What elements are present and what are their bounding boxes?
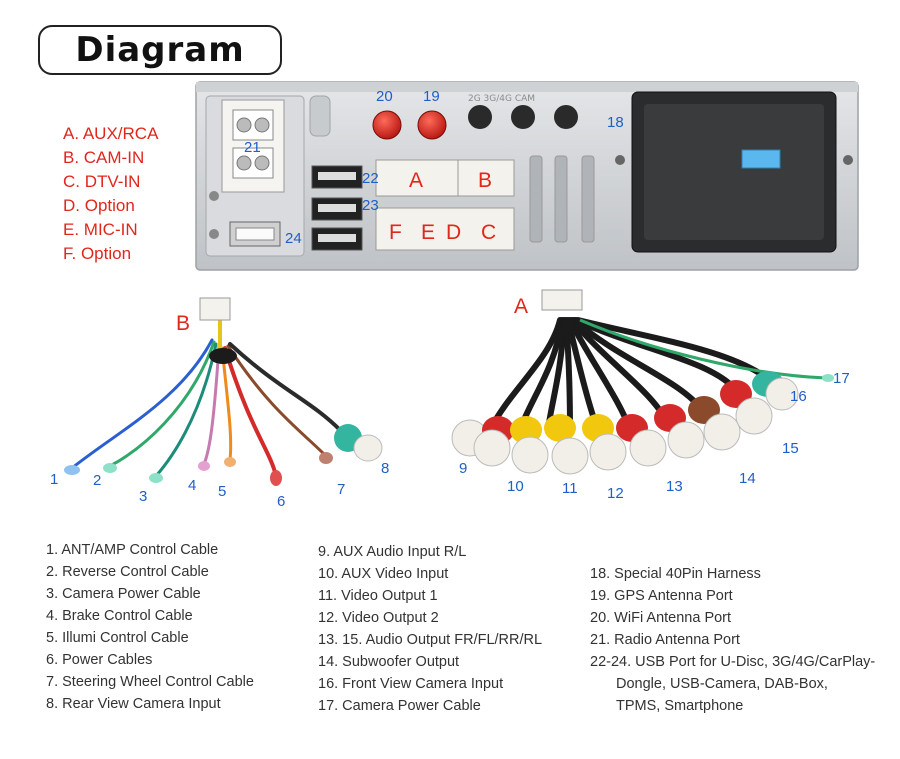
desc-item: 5. Illumi Control Cable xyxy=(46,630,189,646)
label-19: 19 xyxy=(423,88,440,105)
harness-a-num-15: 15 xyxy=(782,440,799,457)
harness-a-num-12: 12 xyxy=(607,485,624,502)
description-list-audio-video: 9. AUX Audio Input R/L 10. AUX Video Inp… xyxy=(318,541,542,717)
legend-item-c: C. DTV-IN xyxy=(63,172,141,191)
legend-item-f: F. Option xyxy=(63,244,132,263)
desc-item: 13. 15. Audio Output FR/FL/RR/RL xyxy=(318,632,543,648)
description-list-cables: 1. ANT/AMP Control Cable 2. Reverse Cont… xyxy=(46,539,254,715)
desc-item: 16. Front View Camera Input xyxy=(318,676,504,692)
harness-a-letter: A xyxy=(514,295,528,318)
desc-item: 17. Camera Power Cable xyxy=(318,698,481,714)
description-list-ports: 18. Special 40Pin Harness 19. GPS Antenn… xyxy=(590,563,875,717)
port-a: A xyxy=(409,169,423,192)
harness-b-num-4: 4 xyxy=(188,477,196,494)
port-d: D xyxy=(446,221,461,244)
desc-item: 4. Brake Control Cable xyxy=(46,608,193,624)
harness-b-num-7: 7 xyxy=(337,481,345,498)
svg-text:2G 3G/4G CAM: 2G 3G/4G CAM xyxy=(468,94,535,104)
desc-item: 9. AUX Audio Input R/L xyxy=(318,544,467,560)
desc-item: 12. Video Output 2 xyxy=(318,610,439,626)
port-f: F xyxy=(389,221,402,244)
desc-item: 21. Radio Antenna Port xyxy=(590,632,740,648)
desc-item: 10. AUX Video Input xyxy=(318,566,449,582)
port-c: C xyxy=(481,221,496,244)
harness-a-num-14: 14 xyxy=(739,470,756,487)
harness-b-num-6: 6 xyxy=(277,493,285,510)
desc-item: 7. Steering Wheel Control Cable xyxy=(46,674,254,690)
harness-b-num-3: 3 xyxy=(139,488,147,505)
harness-a-num-10: 10 xyxy=(507,478,524,495)
harness-a-num-13: 13 xyxy=(666,478,683,495)
desc-item: 14. Subwoofer Output xyxy=(318,654,460,670)
desc-item: 20. WiFi Antenna Port xyxy=(590,610,732,626)
desc-item: 11. Video Output 1 xyxy=(318,588,438,604)
harness-b-num-1: 1 xyxy=(50,471,58,488)
port-e: E xyxy=(421,221,435,244)
harness-a-num-11: 11 xyxy=(562,480,578,497)
port-b: B xyxy=(478,169,492,192)
desc-item-continued: TPMS, Smartphone xyxy=(616,698,744,714)
panel-labels: 20 19 18 21 22 23 24 A B F E D C xyxy=(244,88,624,247)
desc-item: 2. Reverse Control Cable xyxy=(46,564,209,580)
label-22: 22 xyxy=(362,170,379,187)
harness-a: A 9 10 11 12 13 14 15 16 17 xyxy=(451,289,850,502)
harness-b-num-5: 5 xyxy=(218,483,226,500)
port-legend: A. AUX/RCA B. CAM-IN C. DTV-IN D. Option… xyxy=(63,122,158,266)
page-title: Diagram xyxy=(75,30,245,70)
harness-b-num-8: 8 xyxy=(381,460,389,477)
label-18: 18 xyxy=(607,114,624,131)
rear-panel: 2G 3G/4G CAM xyxy=(195,81,859,271)
label-20: 20 xyxy=(376,88,393,105)
desc-item: 6. Power Cables xyxy=(46,652,153,668)
harness-b: B 1 2 3 4 5 6 7 8 xyxy=(50,297,389,510)
legend-item-b: B. CAM-IN xyxy=(63,148,145,167)
legend-item-e: E. MIC-IN xyxy=(63,220,138,239)
harness-a-num-16: 16 xyxy=(790,388,807,405)
legend-item-d: D. Option xyxy=(63,196,135,215)
label-24: 24 xyxy=(285,230,302,247)
desc-item: 18. Special 40Pin Harness xyxy=(590,566,761,582)
harness-b-letter: B xyxy=(176,312,190,335)
desc-item: 22-24. USB Port for U-Disc, 3G/4G/CarPla… xyxy=(590,654,876,670)
harness-a-num-9: 9 xyxy=(459,460,467,477)
desc-item: 3. Camera Power Cable xyxy=(46,586,201,602)
desc-item: 19. GPS Antenna Port xyxy=(590,588,733,604)
label-23: 23 xyxy=(362,197,379,214)
desc-item-continued: Dongle, USB-Camera, DAB-Box, xyxy=(616,676,828,692)
harness-b-num-2: 2 xyxy=(93,472,101,489)
label-21: 21 xyxy=(244,139,261,156)
desc-item: 8. Rear View Camera Input xyxy=(46,696,221,712)
desc-item: 1. ANT/AMP Control Cable xyxy=(46,542,219,558)
title-badge: Diagram xyxy=(38,25,282,75)
legend-item-a: A. AUX/RCA xyxy=(63,124,159,143)
harness-a-num-17: 17 xyxy=(833,370,850,387)
